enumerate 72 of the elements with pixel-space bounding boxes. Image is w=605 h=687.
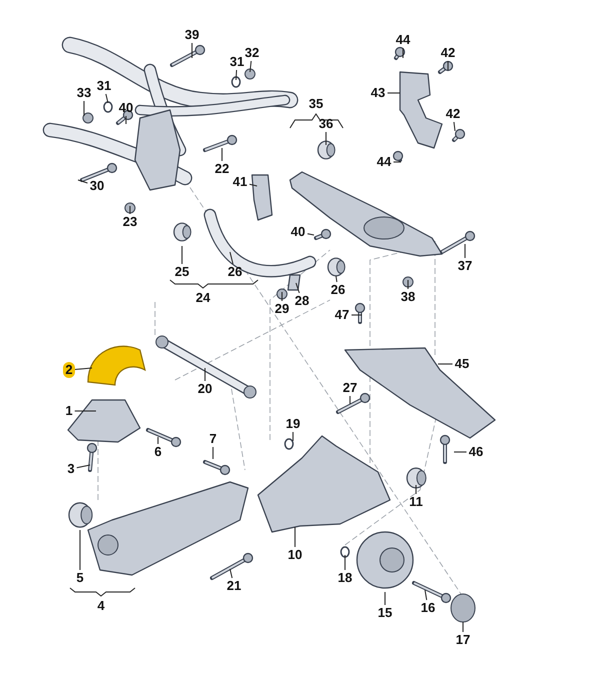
callout-number: 21: [224, 578, 244, 594]
callout-number: 37: [456, 258, 474, 274]
callout-number: 43: [368, 85, 388, 101]
callout-number: 15: [376, 605, 394, 621]
callout-number: 47: [332, 307, 352, 323]
leader-line: [250, 60, 252, 72]
callout-number: 44: [374, 154, 394, 170]
leader-line: [74, 410, 96, 412]
callout-number: 44: [394, 32, 412, 48]
leader-line: [296, 282, 300, 294]
leader-line: [384, 592, 386, 606]
leader-line: [236, 70, 238, 80]
leader-line: [230, 568, 233, 578]
callout-number: 1: [63, 403, 75, 419]
callout-number: 17: [454, 632, 472, 648]
callout-number: 30: [88, 178, 106, 194]
leader-line: [204, 368, 206, 382]
callout-number: 22: [212, 161, 232, 177]
leader-line: [424, 590, 428, 600]
leader-line: [336, 276, 338, 282]
callout-number: 6: [152, 444, 164, 460]
callout-number: 10: [286, 547, 304, 563]
callout-number: 38: [398, 289, 418, 305]
callout-number: 16: [418, 600, 438, 616]
callout-number: 42: [444, 106, 462, 122]
leader-line: [402, 48, 404, 58]
callout-number: 28: [292, 293, 312, 309]
leader-line: [76, 464, 90, 468]
callout-number: 7: [207, 431, 219, 447]
callout-number: 5: [74, 570, 86, 586]
leader-line: [453, 122, 456, 132]
leader-line: [344, 554, 346, 570]
leader-line: [249, 184, 258, 186]
callout-number: 20: [196, 381, 214, 397]
callout-number: 19: [284, 416, 302, 432]
callout-number: 2: [63, 362, 75, 378]
callout-number: 40: [116, 100, 136, 116]
callout-number: 27: [340, 380, 360, 396]
callout-number: 31: [94, 78, 114, 94]
callout-number: 36: [316, 116, 336, 132]
leader-line: [307, 233, 314, 236]
leader-line: [78, 180, 88, 184]
callout-number: 4: [96, 598, 106, 614]
level-sensor-drawing: [399, 71, 443, 149]
leader-line: [230, 252, 234, 264]
callout-number: 40: [288, 224, 308, 240]
leader-line: [462, 622, 464, 632]
callout-number: 46: [466, 444, 486, 460]
leader-line: [105, 94, 108, 104]
wheel-carrier-drawing: [257, 435, 391, 533]
callout-number: 29: [272, 301, 292, 317]
callout-number: 24: [194, 290, 212, 306]
callout-number: 25: [172, 264, 192, 280]
callout-number: 3: [65, 461, 77, 477]
callout-number: 26: [226, 264, 244, 280]
callout-number: 39: [182, 27, 202, 43]
callout-number: 41: [230, 174, 250, 190]
callout-number: 26: [328, 282, 348, 298]
callout-number: 11: [406, 494, 426, 510]
callout-number: 18: [336, 570, 354, 586]
leader-line: [464, 244, 466, 258]
callout-number: 23: [120, 214, 140, 230]
callout-number: 45: [452, 356, 472, 372]
leader-line: [351, 314, 362, 316]
leader-line: [292, 432, 294, 442]
leader-line: [387, 92, 400, 94]
leader-line: [74, 368, 92, 370]
leader-line: [212, 446, 214, 460]
leader-line: [294, 526, 296, 548]
callout-number: 35: [308, 96, 324, 112]
callout-number: 42: [438, 45, 458, 61]
callout-number: 33: [74, 85, 94, 101]
